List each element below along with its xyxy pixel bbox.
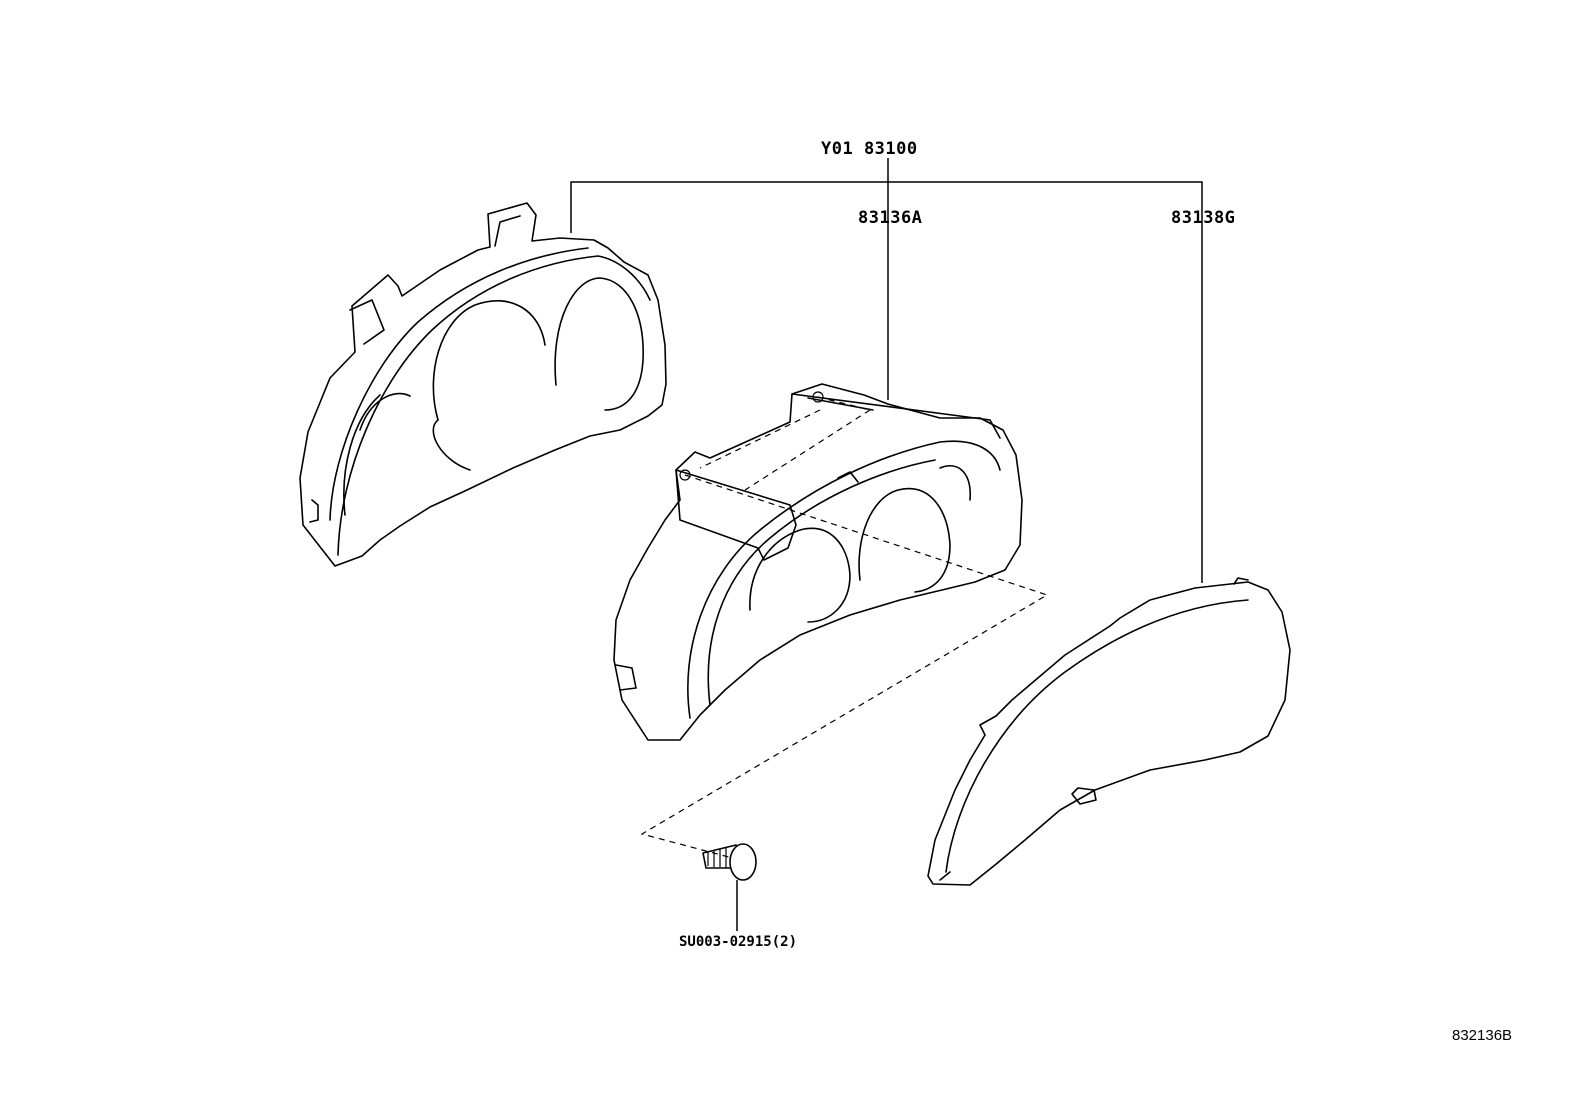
leader-lines: [570, 158, 1203, 583]
meter-glass-illustration: [927, 577, 1291, 886]
meter-bezel-illustration: [613, 383, 1023, 741]
illustration-reference: 832136B: [1452, 1027, 1512, 1044]
assembly-dash-lines: [640, 396, 1049, 861]
glass-part-number: 83138G: [1171, 208, 1235, 228]
screw-part-number: SU003-02915(2): [679, 934, 797, 950]
bezel-part-number: 83136A: [858, 208, 922, 228]
meter-body-illustration: [299, 202, 667, 567]
screw-illustration: [702, 843, 757, 931]
assembly-part-number: Y01 83100: [821, 139, 918, 159]
